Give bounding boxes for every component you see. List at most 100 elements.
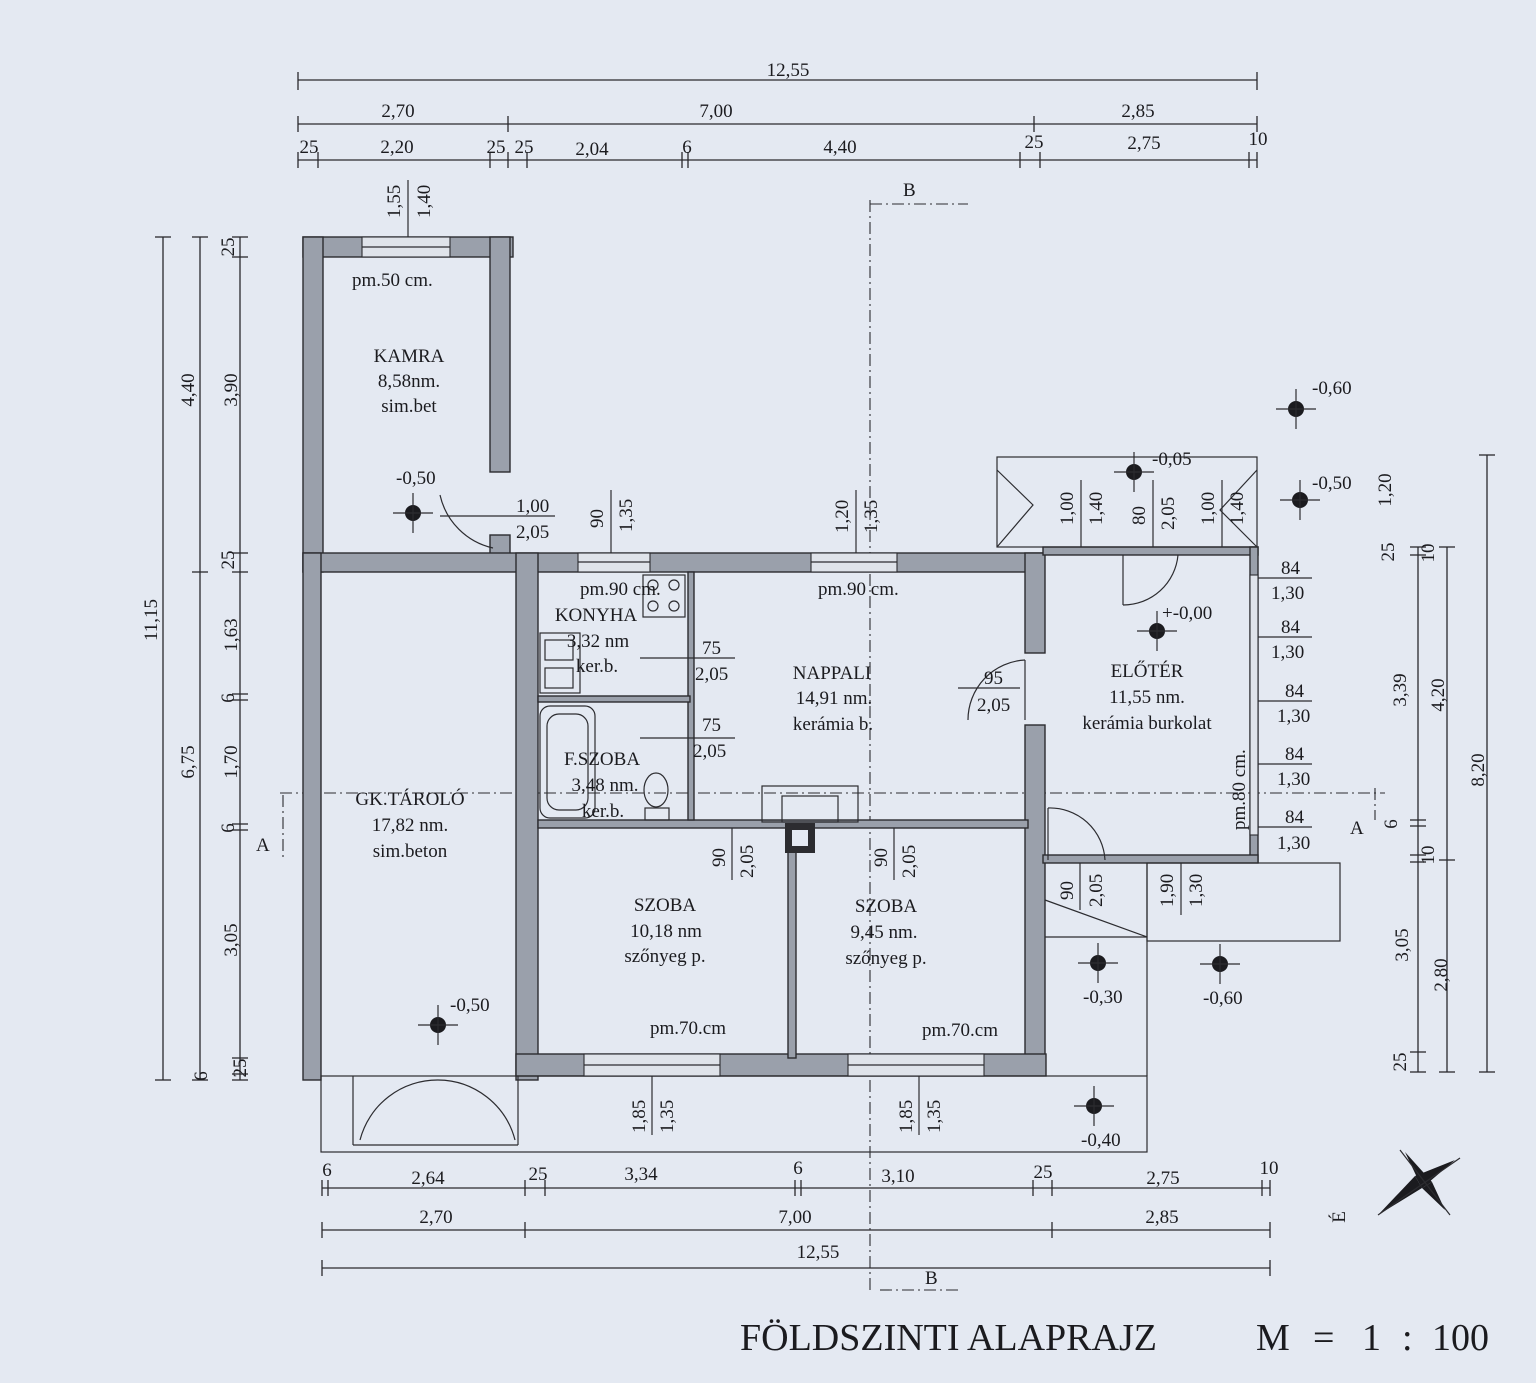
dim-right-total: 8,20: [1468, 753, 1489, 786]
opening-fszoba-door-h: 2,05: [693, 741, 726, 762]
dim-left-seg: 6: [191, 1071, 212, 1081]
opening-eloter-right-h: 1,30: [1277, 706, 1310, 727]
dim-bottom-mid: 2,70: [419, 1207, 452, 1228]
room-nappali-area: 14,91 nm.: [796, 688, 873, 709]
dim-left-seg: 6: [218, 693, 239, 703]
opening-kamra-window-w: 1,55: [384, 185, 405, 218]
dim-right-seg: 1,20: [1375, 473, 1396, 506]
dim-right-seg: 6: [1381, 819, 1402, 829]
opening-eloter-top2-w: 1,00: [1198, 492, 1219, 525]
room-kamra-name: KAMRA: [374, 346, 445, 367]
dim-left-seg: 3,90: [221, 373, 242, 406]
room-nappali-name: NAPPALI: [793, 663, 872, 684]
dim-top-seg: 25: [1025, 132, 1044, 153]
room-szoba2-name: SZOBA: [855, 896, 918, 917]
opening-dimensions: 1,55 1,40 1,00 2,05 90 1,35 1,20 1,35 75…: [384, 180, 1312, 1135]
dim-left-seg: 25: [218, 551, 239, 570]
left-dimensions: 11,15 4,40 6,75 25 3,90 25 1,63 6 1,70 6…: [141, 236, 251, 1081]
opening-eloter-right-h: 1,30: [1271, 583, 1304, 604]
dim-bottom-seg: 25: [529, 1164, 548, 1185]
room-eloter-area: 11,55 nm.: [1109, 687, 1185, 708]
level-value: -0,40: [1081, 1130, 1121, 1151]
dim-top-seg: 25: [300, 137, 319, 158]
dim-right-seg: 3,39: [1390, 673, 1411, 706]
dim-left-seg: 3,05: [221, 923, 242, 956]
dim-top-seg: 2,20: [380, 137, 413, 158]
doors: [359, 494, 1179, 1141]
level-value: -0,50: [450, 995, 490, 1016]
level-marker-se1: -0,30: [1078, 943, 1123, 1008]
opening-eloter-top2-h: 1,40: [1227, 492, 1248, 525]
parapet-nappali: pm.90 cm.: [818, 579, 899, 600]
dim-top-seg: 2,04: [575, 139, 609, 160]
level-value: +-0,00: [1162, 603, 1212, 624]
dim-top-seg: 25: [515, 137, 534, 158]
room-kamra-floor: sim.bet: [381, 396, 437, 417]
opening-eloter-right-w: 84: [1281, 617, 1301, 638]
opening-entry-door-w: 80: [1129, 506, 1150, 525]
section-lines: B B A A: [256, 180, 1385, 1291]
opening-szoba1-window-h: 1,35: [657, 1100, 678, 1133]
room-szoba1-area: 10,18 nm: [630, 921, 702, 942]
room-gktarolo-floor: sim.beton: [373, 841, 448, 862]
level-value: -0,50: [396, 468, 436, 489]
right-dimensions: 8,20 4,20 2,80 1,20 25 10 3,39 6 10 3,05…: [1375, 454, 1495, 1073]
level-value: -0,60: [1312, 378, 1352, 399]
room-konyha-floor: ker.b.: [576, 656, 618, 677]
dim-bottom-seg: 10: [1260, 1158, 1279, 1179]
room-eloter-floor: kerámia burkolat: [1082, 713, 1212, 734]
opening-eloter-right-h: 1,30: [1271, 642, 1304, 663]
level-marker-ne2: -0,50: [1280, 473, 1352, 520]
dim-top-seg: 6: [682, 137, 692, 158]
scale-eq: =: [1313, 1317, 1334, 1359]
north-label: É: [1328, 1211, 1350, 1223]
opening-eloter-right-w: 84: [1281, 558, 1301, 579]
dim-top-seg: 2,75: [1127, 133, 1160, 154]
opening-nappali-door-w: 95: [984, 668, 1003, 689]
dim-left-main: 6,75: [178, 745, 199, 778]
dim-right-outer: 2,80: [1431, 958, 1452, 991]
room-szoba1-floor: szőnyeg p.: [624, 946, 705, 967]
dim-right-seg: 10: [1418, 846, 1439, 865]
dim-top-seg: 4,40: [823, 137, 856, 158]
level-value: -0,05: [1152, 449, 1192, 470]
opening-eloter-right-w: 84: [1285, 744, 1305, 765]
dim-right-seg: 3,05: [1392, 928, 1413, 961]
room-eloter-name: ELŐTÉR: [1111, 660, 1184, 682]
level-value: -0,50: [1312, 473, 1352, 494]
parapet-eloter: pm.80 cm.: [1229, 749, 1250, 830]
dim-right-outer: 4,20: [1428, 678, 1449, 711]
section-mark-b-top: B: [903, 180, 916, 201]
room-fszoba-area: 3,48 nm.: [571, 775, 638, 796]
dim-bottom-seg: 2,75: [1146, 1168, 1179, 1189]
room-konyha-area: 3,32 nm: [567, 631, 630, 652]
opening-szoba1-door-w: 90: [709, 848, 730, 867]
level-marker-se2: -0,60: [1200, 944, 1243, 1009]
windows: [361, 236, 1259, 1077]
opening-eloter-right-h: 1,30: [1277, 769, 1310, 790]
dim-top-right: 2,85: [1121, 101, 1154, 122]
room-fszoba-name: F.SZOBA: [564, 749, 640, 770]
dim-bottom-seg: 25: [1034, 1162, 1053, 1183]
opening-kamra-door-w: 1,00: [516, 496, 549, 517]
dim-left-total: 11,15: [141, 599, 162, 641]
opening-eloter-right-h: 1,30: [1277, 833, 1310, 854]
opening-kamra-door-h: 2,05: [516, 522, 549, 543]
dim-top-seg: 10: [1249, 129, 1268, 150]
dim-bottom-seg: 6: [793, 1158, 803, 1179]
room-fszoba-floor: ker.b.: [582, 801, 624, 822]
level-marker-entry: -0,05: [1114, 449, 1192, 492]
opening-eloter-window-h: 1,30: [1186, 874, 1207, 907]
opening-konyha-door-w: 75: [702, 638, 721, 659]
dim-right-seg: 25: [1378, 543, 1399, 562]
opening-szoba2-door-h: 2,05: [899, 845, 920, 878]
scale-den: 100: [1432, 1317, 1489, 1359]
dim-top-middle: 7,00: [699, 101, 732, 122]
dim-left-kamra: 4,40: [178, 373, 199, 406]
dim-bottom-seg: 2,64: [411, 1168, 445, 1189]
opening-eloter-window-w: 1,90: [1157, 874, 1178, 907]
opening-eloter-right-w: 84: [1285, 807, 1305, 828]
level-marker-kamra: -0,50: [393, 468, 436, 533]
parapet-konyha: pm.90 cm.: [580, 579, 661, 600]
